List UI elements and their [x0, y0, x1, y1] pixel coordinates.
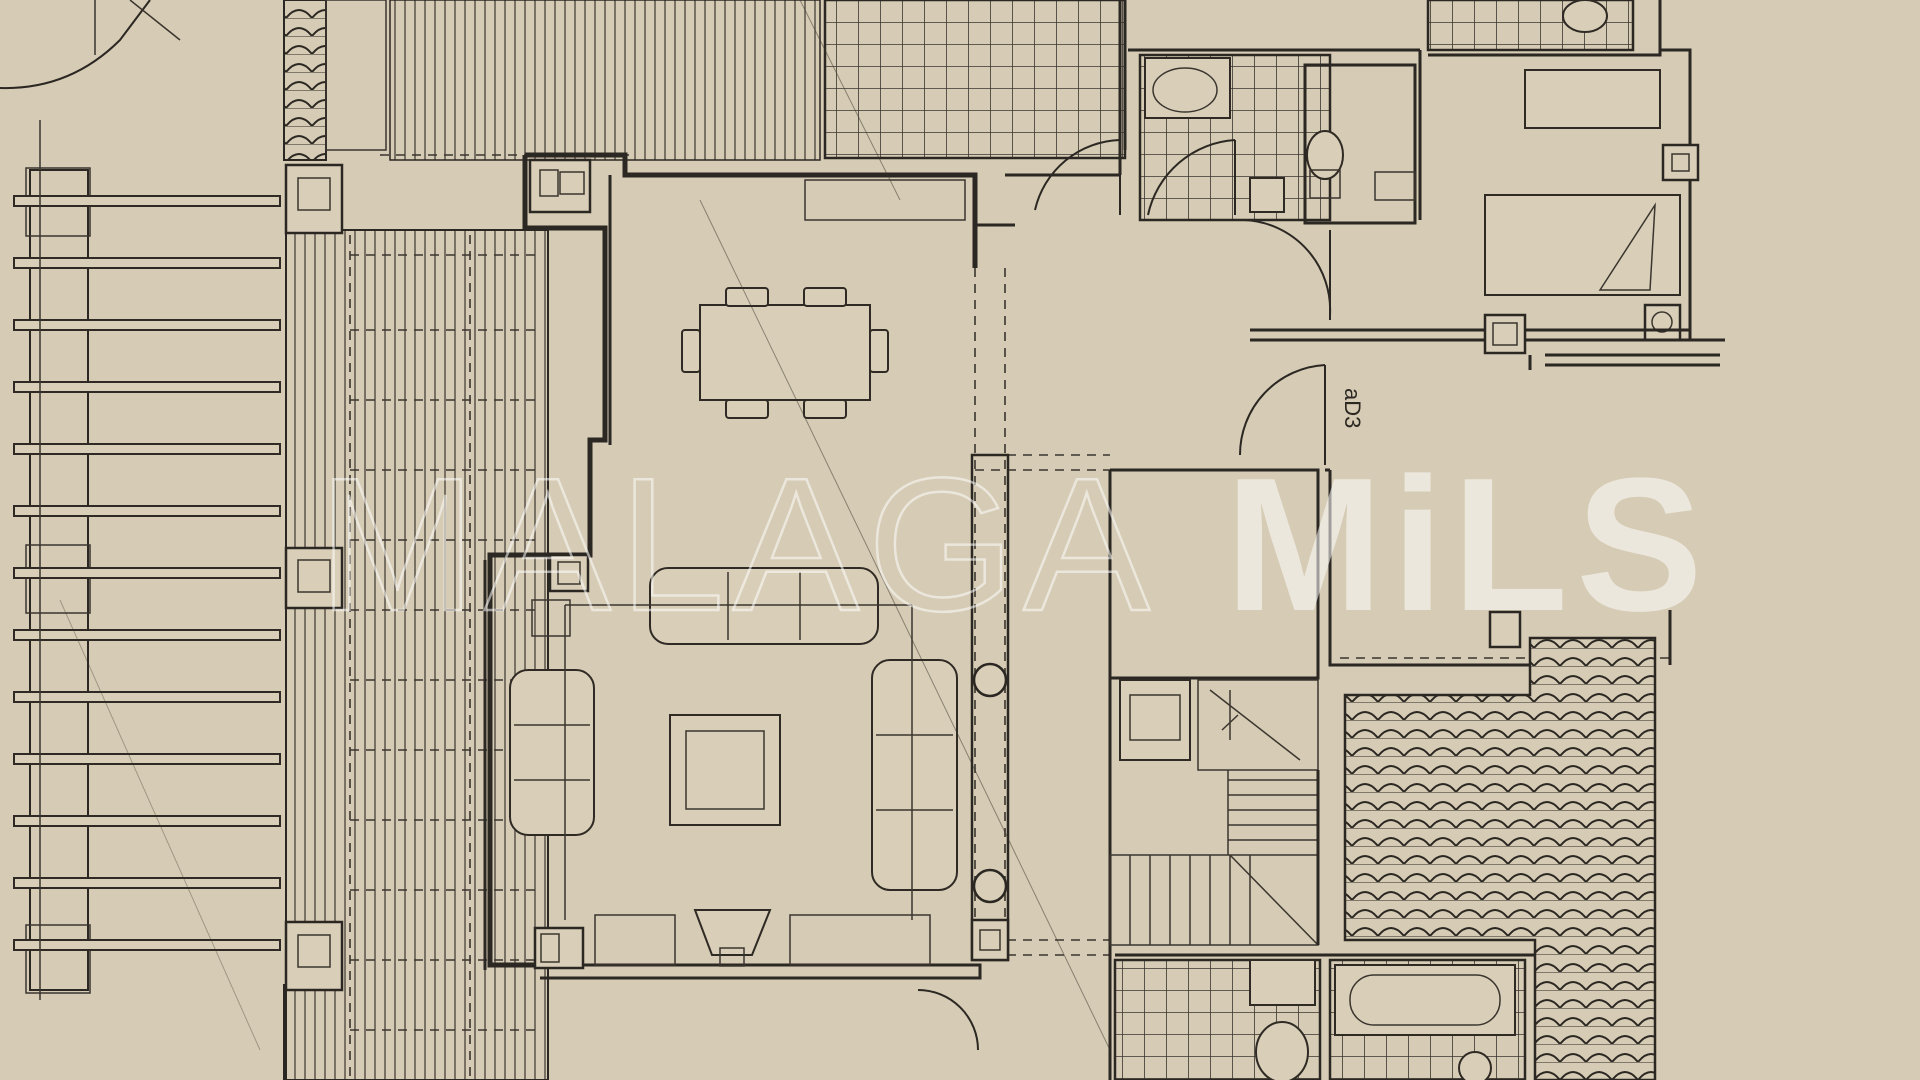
sofa-set — [509, 567, 958, 920]
garden-curve — [0, 0, 181, 90]
bedroom — [1250, 48, 1725, 370]
watermark: MALAGA MiLS — [317, 438, 1711, 653]
dining-table — [681, 287, 889, 419]
planter-top — [325, 0, 387, 151]
bathroom-bottom — [1113, 953, 1535, 1080]
wc-top — [1426, 0, 1662, 57]
staircase — [1109, 679, 1320, 946]
kitchen-tiles — [823, 0, 1127, 160]
entrance-walls — [970, 175, 1110, 962]
terrace-columns — [284, 163, 344, 992]
fireplace — [594, 909, 931, 967]
doors — [917, 139, 1332, 1051]
stone-wall-top — [283, 0, 327, 161]
watermark-bold: MiLS — [1225, 439, 1711, 651]
patio — [1343, 636, 1657, 1080]
pergola — [13, 120, 281, 1000]
construction-lines — [59, 0, 1111, 1051]
door-label: aD3 — [1340, 388, 1365, 428]
watermark-light: MALAGA — [318, 439, 1158, 651]
living-room-columns — [528, 158, 592, 970]
